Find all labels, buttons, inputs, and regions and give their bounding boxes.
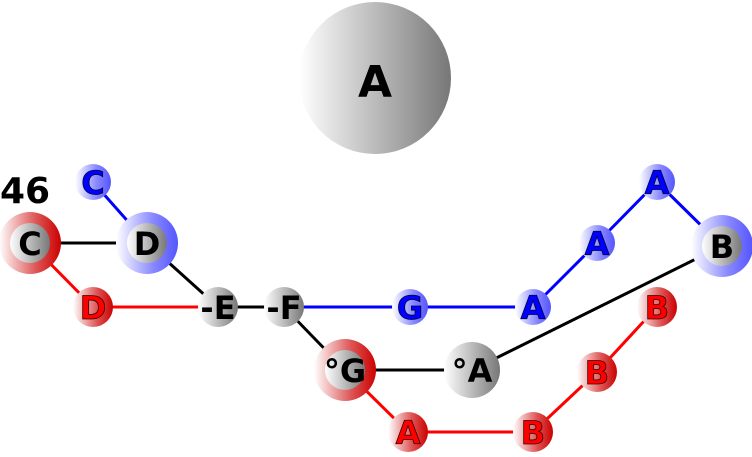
node-circle	[75, 164, 111, 200]
node-circle	[579, 225, 615, 261]
node-circle	[513, 412, 553, 452]
node-label: C	[81, 164, 104, 202]
node-label: A	[645, 164, 670, 202]
node-g1: °A	[444, 342, 500, 398]
node-label: B	[585, 354, 609, 392]
node-circle	[637, 287, 677, 327]
number-label: 46	[0, 171, 50, 212]
node-r7: B	[637, 287, 677, 327]
node-circle	[515, 289, 551, 325]
node-label: A	[585, 225, 610, 263]
node-label: °A	[452, 352, 493, 390]
node-b5: A	[579, 225, 615, 263]
node-b6: A	[639, 164, 675, 202]
node-circle	[73, 287, 113, 327]
node-circle	[444, 342, 500, 398]
node-b3: G	[392, 289, 428, 327]
node-r3: °G	[314, 339, 376, 401]
node-b4: A	[515, 289, 551, 327]
node-label: D	[80, 289, 107, 327]
node-r2: D	[73, 287, 113, 327]
title-node-circle	[299, 2, 451, 154]
node-r4: A	[388, 412, 428, 452]
node-label: -E	[200, 289, 235, 327]
node-r6: B	[577, 352, 617, 392]
node-label: D	[134, 225, 161, 263]
node-circle	[702, 226, 742, 266]
node-label: A	[396, 414, 421, 452]
node-label: B	[645, 289, 669, 327]
title-node-label: A	[358, 57, 392, 108]
node-label: C	[18, 225, 41, 263]
node-label: °G	[324, 352, 366, 390]
node-circle	[198, 287, 238, 327]
node-f: -F	[264, 287, 304, 327]
node-circle	[325, 350, 365, 390]
node-label: B	[710, 228, 734, 266]
node-b7: B	[691, 215, 752, 277]
node-label: G	[397, 289, 423, 327]
node-circle	[639, 164, 675, 200]
node-b2: D	[116, 212, 178, 274]
node-circle	[577, 352, 617, 392]
node-circle	[388, 412, 428, 452]
node-label: -F	[266, 289, 301, 327]
edge-g1-b7	[471, 244, 723, 372]
node-r5: B	[513, 412, 553, 452]
node-r1: C	[0, 212, 61, 274]
node-label: B	[521, 414, 545, 452]
node-circle	[127, 223, 167, 263]
node-circle	[10, 223, 50, 263]
node-circle	[392, 289, 428, 325]
node-b1: C	[75, 164, 111, 202]
node-e: -E	[198, 287, 238, 327]
node-circle	[264, 287, 304, 327]
node-label: A	[521, 289, 546, 327]
